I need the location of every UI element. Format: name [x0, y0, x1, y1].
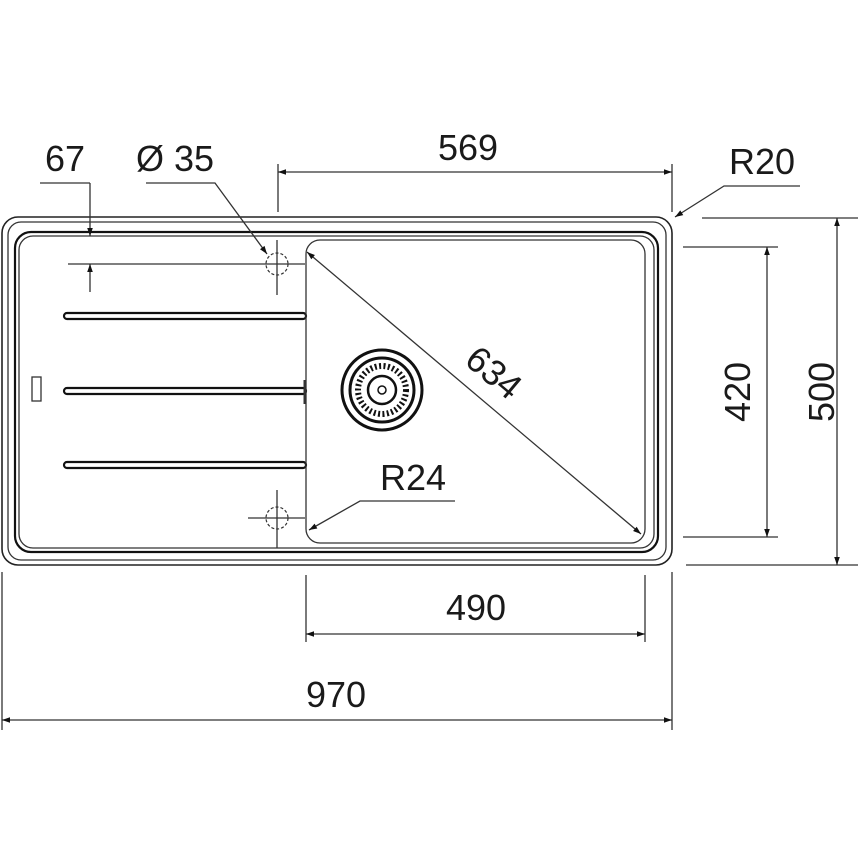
dimension-569: 569 — [277, 127, 673, 212]
dimension-label: 67 — [45, 138, 85, 179]
bowl — [305, 239, 646, 544]
dimension-label: 970 — [306, 674, 366, 715]
dimension-tap-hole: Ø 35 — [136, 138, 268, 255]
tap-hole-top — [68, 240, 305, 295]
dimension-420: 420 — [683, 246, 778, 538]
dimension-500: 500 — [686, 217, 858, 566]
bowl-edge — [305, 239, 646, 544]
dimension-label: 634 — [458, 337, 530, 407]
drainboard — [31, 311, 308, 470]
tap-hole-bottom — [248, 490, 305, 548]
dimension-label: Ø 35 — [136, 138, 214, 179]
dimension-r24: R24 — [308, 457, 455, 531]
overflow-slot — [31, 376, 42, 402]
drain-strainer-icon — [340, 348, 424, 432]
dimension-label: 490 — [446, 587, 506, 628]
drainboard-groove — [62, 386, 308, 396]
dimension-67: 67 — [40, 138, 93, 292]
dimension-970: 970 — [1, 572, 673, 730]
dimension-label: R20 — [729, 141, 795, 182]
dimension-label: 420 — [717, 362, 758, 422]
dimension-490: 490 — [305, 575, 646, 642]
dimension-label: 569 — [438, 127, 498, 168]
sink-inner-edge — [18, 235, 655, 549]
sink-inner-rim — [13, 230, 660, 554]
dimension-label: 500 — [801, 362, 842, 422]
sink-outer-rim — [7, 221, 667, 561]
sink-outline — [1, 216, 673, 566]
drainboard-groove — [62, 311, 308, 321]
sink-outer-edge — [1, 216, 673, 566]
dimension-label: R24 — [380, 457, 446, 498]
dimension-r20: R20 — [674, 141, 800, 218]
drainboard-groove — [62, 460, 308, 470]
